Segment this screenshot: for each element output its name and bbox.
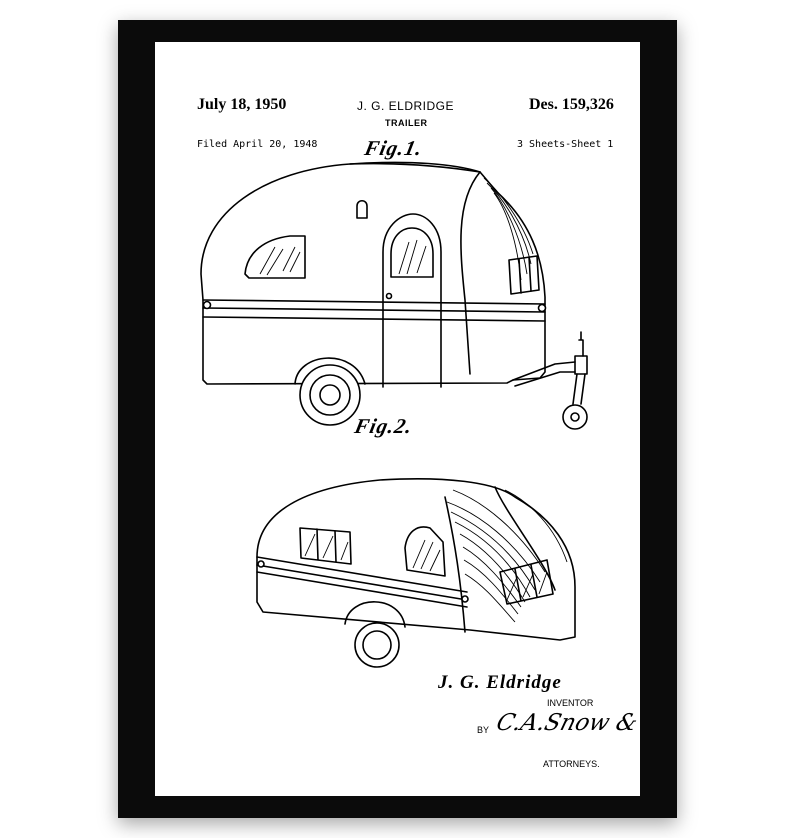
fig2-rear-glare xyxy=(506,571,548,601)
fig1-belt-line xyxy=(202,299,546,322)
fig2-side-glare xyxy=(304,533,349,561)
fig1-door-glare xyxy=(398,239,427,275)
fig2-rear-window xyxy=(499,559,554,605)
fig1-jack-hub xyxy=(570,412,580,422)
fig1-hitch xyxy=(574,355,588,375)
fig1-tow-bar xyxy=(512,361,576,387)
fig2-rear-dome xyxy=(444,486,556,633)
by-label: BY xyxy=(477,725,490,735)
fig1-rear-window xyxy=(508,255,540,295)
fig1-door-handle xyxy=(385,292,393,300)
patent-date: July 18, 1950 xyxy=(197,96,287,113)
fig1-door-window xyxy=(390,227,434,278)
fig1-bolt-front xyxy=(202,300,212,310)
figure-1-trailer-side-drawing xyxy=(200,161,588,668)
fig1-wheel-inner xyxy=(309,374,351,416)
fig2-roof-ribs xyxy=(446,489,568,623)
fig1-door xyxy=(382,213,442,388)
patent-title: TRAILER xyxy=(385,118,428,128)
inventor-signature: J. G. Eldridge xyxy=(438,672,562,693)
attorney-signature: C.A.Snow & Co. xyxy=(493,710,640,736)
fig1-bolt-rear xyxy=(537,303,547,313)
fig1-hitch-crank xyxy=(578,331,584,357)
fig2-front-window xyxy=(404,526,446,577)
poster-frame: July 18, 1950 J. G. ELDRIDGE Des. 159,32… xyxy=(118,20,677,818)
fig2-body-outline xyxy=(256,478,576,641)
fig1-rear-curve xyxy=(460,171,481,375)
fig2-bolt-rear xyxy=(461,595,469,603)
fig1-body-outline xyxy=(200,161,546,385)
fig1-vent-window xyxy=(356,199,368,219)
filed-date: Filed April 20, 1948 xyxy=(197,139,318,150)
fig1-front-window xyxy=(244,235,306,279)
patent-print: July 18, 1950 J. G. ELDRIDGE Des. 159,32… xyxy=(155,42,640,796)
patent-number: Des. 159,326 xyxy=(529,96,614,113)
inventor-heading: J. G. ELDRIDGE xyxy=(357,99,455,113)
fig1-wheel-hub xyxy=(319,384,341,406)
fig1-wheel-arch xyxy=(294,357,366,385)
fig2-wheel-inner xyxy=(362,630,392,660)
fig1-jack-post xyxy=(572,373,586,405)
fig2-belt-line xyxy=(256,556,468,608)
fig2-wheel-arch xyxy=(344,601,406,628)
attorneys-label: ATTORNEYS. xyxy=(543,759,600,769)
sheet-count: 3 Sheets-Sheet 1 xyxy=(517,139,614,150)
fig2-wheel xyxy=(354,622,400,668)
inventor-label: INVENTOR xyxy=(547,698,594,708)
fig1-roof-line xyxy=(349,162,481,173)
fig1-jack-wheel xyxy=(562,404,588,430)
fig1-rear-window-frames xyxy=(518,256,532,294)
fig2-bolt-front xyxy=(257,560,265,568)
fig2-front-glare xyxy=(412,539,441,572)
fig1-roof-ribs xyxy=(483,177,534,281)
fig2-side-window xyxy=(299,527,352,565)
fig1-wheel xyxy=(299,364,361,426)
fig1-window-glare xyxy=(259,246,301,276)
